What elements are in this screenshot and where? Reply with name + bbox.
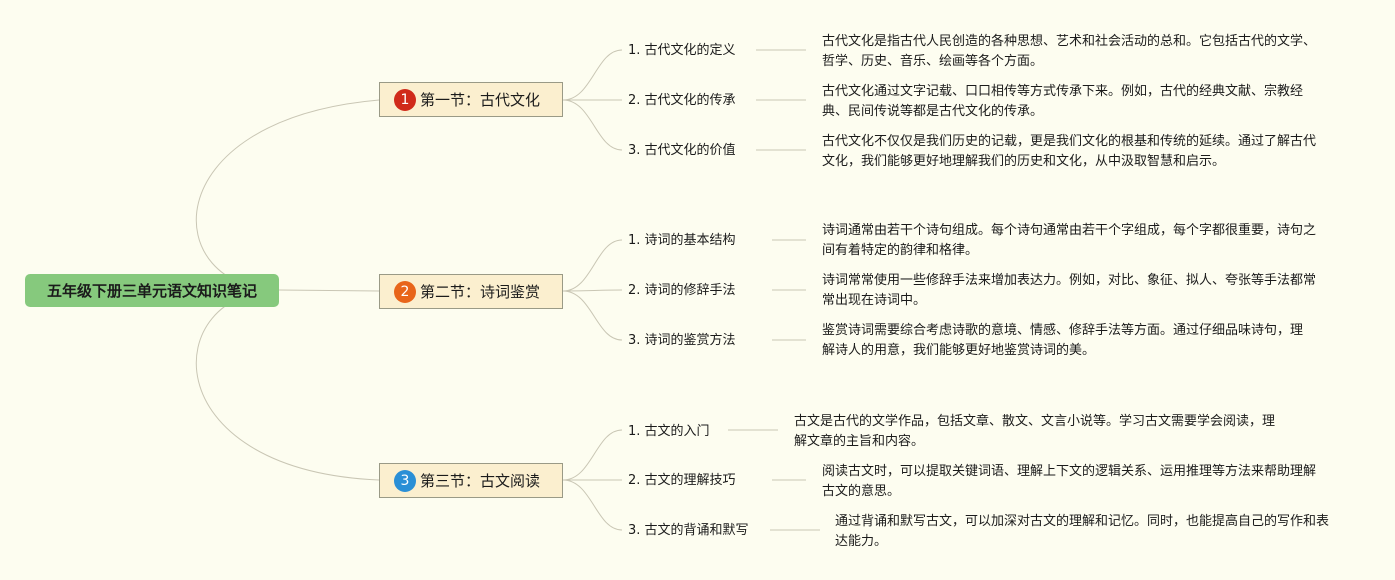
topic-label[interactable]: 2. 古代文化的传承 [628, 93, 736, 108]
section-node-1[interactable]: 1 第一节：古代文化 [379, 82, 563, 117]
root-node[interactable]: 五年级下册三单元语文知识笔记 [25, 274, 279, 307]
connector-line [562, 49, 623, 101]
root-title: 五年级下册三单元语文知识笔记 [46, 282, 257, 300]
topic-label[interactable]: 3. 古文的背诵和默写 [628, 523, 749, 538]
topic-label[interactable]: 1. 诗词的基本结构 [628, 233, 736, 248]
topic-label[interactable]: 3. 诗词的鉴赏方法 [628, 333, 736, 348]
section-title: 第三节：古文阅读 [420, 472, 541, 490]
connector-line [562, 289, 623, 292]
topic-label[interactable]: 3. 古代文化的价值 [628, 143, 736, 158]
section-node-3[interactable]: 3 第三节：古文阅读 [379, 463, 563, 498]
topic-label[interactable]: 1. 古代文化的定义 [628, 43, 736, 58]
topic-description: 古代文化通过文字记载、口口相传等方式传承下来。例如，古代的经典文献、宗教经典、民… [822, 84, 1304, 119]
connector-line [195, 99, 380, 291]
section-title: 第一节：古代文化 [420, 91, 541, 109]
topic-description: 阅读古文时，可以提取关键词语、理解上下文的逻辑关系、运用推理等方法来帮助理解古文… [822, 464, 1317, 499]
section-node-2[interactable]: 2 第二节：诗词鉴赏 [379, 274, 563, 309]
topic-description: 古文是古代的文学作品，包括文章、散文、文言小说等。学习古文需要学会阅读，理解文章… [794, 414, 1276, 449]
topic-label[interactable]: 2. 诗词的修辞手法 [628, 283, 736, 298]
topic-description: 鉴赏诗词需要综合考虑诗歌的意境、情感、修辞手法等方面。通过仔细品味诗句，理解诗人… [822, 323, 1304, 358]
number-badge-icon: 2 [394, 280, 416, 303]
connector-line [562, 429, 623, 481]
connector-line [195, 289, 380, 481]
section-title: 第二节：诗词鉴赏 [420, 283, 541, 301]
topic-description: 诗词通常由若干个诗句组成。每个诗句通常由若干个字组成，每个字都很重要，诗句之间有… [822, 223, 1317, 258]
connector-line [562, 479, 623, 531]
topic-label[interactable]: 2. 古文的理解技巧 [628, 473, 736, 488]
topic-description: 通过背诵和默写古文，可以加深对古文的理解和记忆。同时，也能提高自己的写作和表达能… [835, 514, 1330, 549]
connector-line [562, 290, 623, 341]
topic-description: 古代文化不仅仅是我们历史的记载，更是我们文化的根基和传统的延续。通过了解古代文化… [822, 134, 1317, 169]
topic-description: 古代文化是指古代人民创造的各种思想、艺术和社会活动的总和。它包括古代的文学、哲学… [822, 34, 1317, 69]
connector-line [562, 99, 623, 151]
number-badge-icon: 3 [394, 469, 416, 492]
topic-label[interactable]: 1. 古文的入门 [628, 424, 710, 439]
topic-description: 诗词常常使用一些修辞手法来增加表达力。例如，对比、象征、拟人、夸张等手法都常常出… [822, 273, 1317, 308]
number-badge-icon: 1 [394, 88, 416, 111]
connector-line [562, 239, 623, 292]
connector-line [278, 289, 380, 292]
